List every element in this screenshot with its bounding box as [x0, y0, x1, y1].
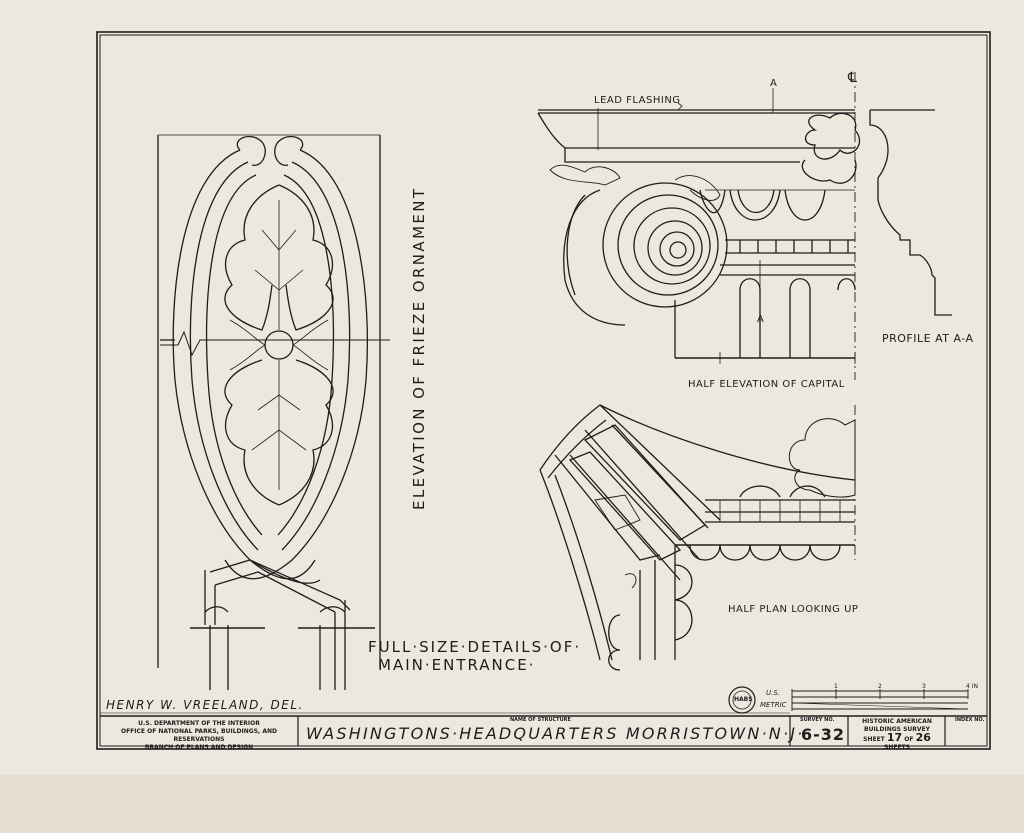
half-elevation-label: HALF ELEVATION OF CAPITAL — [688, 379, 845, 390]
habs-line-1: HISTORIC AMERICAN — [862, 718, 932, 725]
section-mark-top: A — [770, 78, 778, 89]
survey-number: 6-32 — [801, 725, 846, 744]
details-title-line2: MAIN·ENTRANCE· — [378, 656, 536, 674]
habs-block: HISTORIC AMERICAN BUILDINGS SURVEY SHEET… — [850, 718, 944, 752]
capital-elevation — [537, 72, 861, 380]
paper-edge — [0, 775, 1024, 833]
agency-line-1: U.S. DEPARTMENT OF THE INTERIOR — [138, 720, 260, 727]
habs-seal-text: HABS — [734, 696, 753, 703]
sheet-border-inner — [99, 34, 988, 747]
scale-metric-label: METRIC — [760, 701, 787, 709]
title-block-lines — [100, 712, 987, 746]
profile-section — [869, 109, 952, 316]
sheet-total: 26 — [915, 731, 931, 744]
structure-name: WASHINGTONS·HEADQUARTERS MORRISTOWN·N·J· — [306, 724, 805, 743]
scale-bar — [728, 686, 969, 714]
centerline-mark: ℄ — [848, 70, 857, 86]
scale-mark-1: 1 — [834, 683, 838, 690]
sheet-of: OF — [904, 736, 914, 743]
profile-label: PROFILE AT A-A — [882, 332, 974, 345]
details-title-line1: FULL·SIZE·DETAILS·OF· — [368, 638, 582, 656]
sheet-suffix: SHEETS — [884, 744, 910, 751]
scale-mark-2: 2 — [878, 683, 882, 690]
index-label: INDEX NO. — [955, 717, 985, 723]
frieze-ornament — [157, 134, 390, 690]
sheet-number: 17 — [886, 731, 903, 744]
agency-line-3: BRANCH OF PLANS AND DESIGN — [144, 744, 254, 751]
sheet-prefix: SHEET — [863, 736, 885, 743]
section-mark-bottom: A — [757, 314, 765, 325]
survey-label: SURVEY NO. — [800, 717, 835, 723]
sheet-count: SHEET 17 OF 26 SHEETS — [850, 731, 944, 752]
structure-label: NAME OF STRUCTURE — [510, 717, 571, 723]
delineator-signature: HENRY W. VREELAND, DEL. — [106, 698, 304, 712]
scale-us-label: U.S. — [766, 689, 781, 697]
sheet-border-outer — [96, 31, 991, 750]
scale-mark-4: 4 IN — [966, 683, 978, 690]
scale-mark-3: 3 — [922, 683, 926, 690]
title-block-agency: U.S. DEPARTMENT OF THE INTERIOR OFFICE O… — [102, 720, 296, 752]
agency-line-2: OFFICE OF NATIONAL PARKS, BUILDINGS, AND… — [120, 728, 278, 743]
half-plan-label: HALF PLAN LOOKING UP — [728, 604, 859, 615]
half-plan — [539, 404, 856, 671]
habs-line-2: BUILDINGS SURVEY — [864, 726, 930, 733]
lead-flashing-label: LEAD FLASHING — [594, 95, 681, 106]
frieze-caption: ELEVATION OF FRIEZE ORNAMENT — [410, 186, 428, 510]
